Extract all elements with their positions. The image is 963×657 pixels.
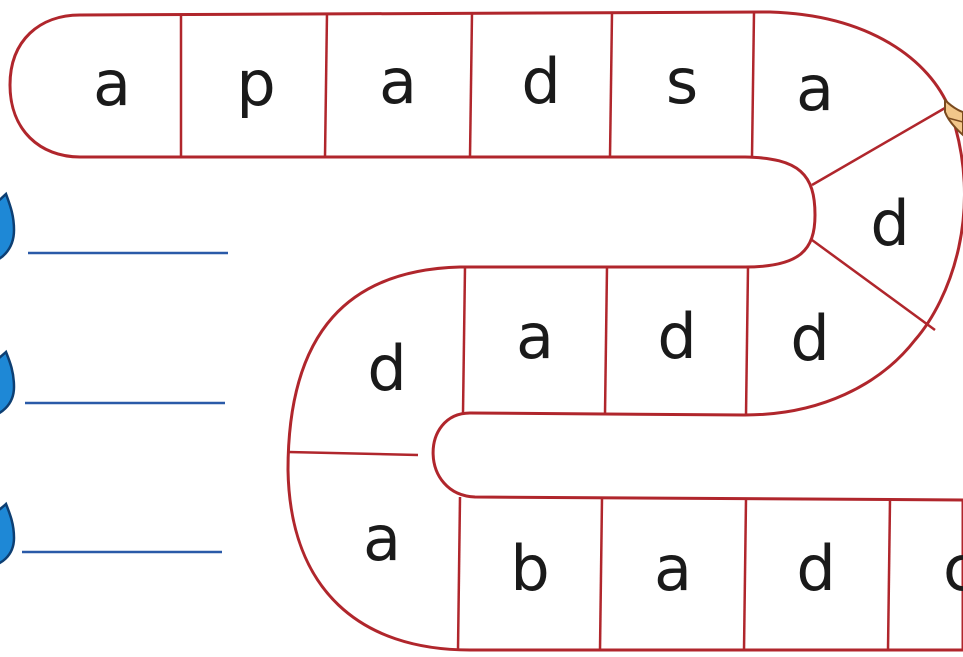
- board-cell-letter: p: [236, 47, 275, 120]
- board-cell-letter: d: [790, 302, 829, 375]
- board-cell-letter: d: [657, 300, 696, 373]
- board-cell-letter: a: [654, 532, 692, 605]
- board-cell-letter: d: [870, 187, 909, 260]
- board-cell-letter: c: [943, 532, 963, 605]
- water-drop-icon: [0, 194, 14, 262]
- board-cell-letter: a: [516, 300, 554, 373]
- board-cell-letter: a: [363, 502, 401, 575]
- board-cell-letter: b: [510, 532, 549, 605]
- board-cell-letter: d: [367, 332, 406, 405]
- water-drop-icon: [0, 504, 14, 566]
- board-cell-letter: a: [379, 45, 417, 118]
- board-cell-letter: a: [93, 47, 131, 120]
- water-drop-icon: [0, 352, 14, 416]
- board-cell-letter: d: [796, 532, 835, 605]
- board-cell-letter: s: [666, 45, 698, 118]
- board-cell-letter: a: [796, 52, 834, 125]
- board-cell-letter: d: [521, 45, 560, 118]
